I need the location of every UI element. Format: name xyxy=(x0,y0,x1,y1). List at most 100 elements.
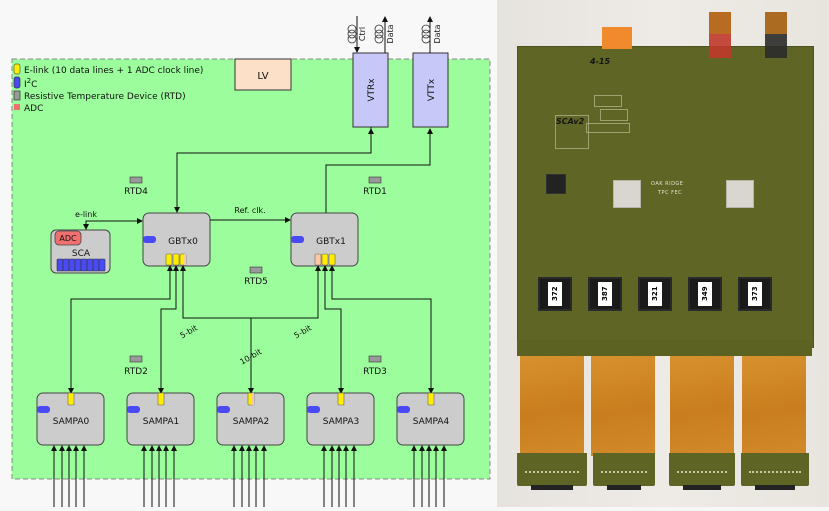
sampa-i2c-port xyxy=(307,406,320,413)
vtrx-ctrl-label: Ctrl xyxy=(358,27,367,41)
vtrx-data-fiber: Data xyxy=(374,16,395,53)
legend-adc-label: ADC xyxy=(24,104,43,114)
rtd2: RTD2 xyxy=(124,355,148,377)
legend: E-link (10 data lines + 1 ADC clock line… xyxy=(13,63,203,114)
sampa-chip: 349 xyxy=(688,277,722,311)
sca-i2c-ports xyxy=(56,258,106,272)
sampa-elink-port xyxy=(157,392,165,406)
ref-clk-label: Ref. clk. xyxy=(234,206,265,215)
sca-label: SCA xyxy=(72,249,91,259)
flex-connector-board xyxy=(669,453,735,490)
sampa-i2c-port xyxy=(397,406,410,413)
gbtx1-elink-port xyxy=(328,253,336,266)
flex-cable xyxy=(742,356,806,456)
sampa3-block: SAMPA3 xyxy=(306,392,375,507)
gbtx1-to-vttx-link xyxy=(325,128,433,213)
flex-connector-board xyxy=(593,453,655,490)
rtd4-label: RTD4 xyxy=(124,187,148,197)
board-name: TPC FEC xyxy=(658,190,683,196)
sampa1-block: SAMPA1 xyxy=(126,392,195,507)
vttx-label: VTTx xyxy=(427,78,437,101)
sampa-chip: 387 xyxy=(588,277,622,311)
lv-label: LV xyxy=(257,71,268,82)
rtd-icon xyxy=(249,266,263,274)
chip-row: 372 387 321 349 373 xyxy=(518,277,813,317)
sampa2-label: SAMPA2 xyxy=(233,417,270,427)
gbtx1-label: GBTx1 xyxy=(316,237,346,247)
gbtx0-block: GBTx0 xyxy=(142,212,211,267)
gbtx1-chip xyxy=(726,180,754,208)
fiber-coil-icon xyxy=(374,24,384,44)
gbtx0-elink-port xyxy=(165,253,173,266)
rtd3-label: RTD3 xyxy=(363,367,387,377)
sca-adc-block xyxy=(54,230,82,246)
pcb-board: 4-15 SCAv2 OAK RIDGE TPC FEC 372 387 321… xyxy=(517,27,814,348)
vttx-block: VTTx xyxy=(412,52,449,128)
block-diagram: E-link (10 data lines + 1 ADC clock line… xyxy=(11,16,491,507)
orange-connector xyxy=(602,27,632,49)
pcb-bottom-edge xyxy=(517,340,812,356)
fiber-coil-icon xyxy=(347,24,357,44)
rtd2-label: RTD2 xyxy=(124,367,148,377)
vtrx-label: VTRx xyxy=(367,78,377,102)
sampa-i2c-port xyxy=(217,406,230,413)
sca-block: ADC SCA xyxy=(50,229,111,274)
fec-board-photo: 4-15 SCAv2 OAK RIDGE TPC FEC 372 387 321… xyxy=(497,0,829,507)
fiber-coil-icon xyxy=(421,24,431,44)
vtrx-block: VTRx xyxy=(352,52,389,128)
vtrx-ctrl-fiber: Ctrl xyxy=(347,16,367,53)
lv-block: LV xyxy=(234,58,292,91)
rtd4: RTD4 xyxy=(124,176,148,197)
vttx-data-label: Data xyxy=(433,24,442,43)
gbtx0-label: GBTx0 xyxy=(168,237,198,247)
sampa-i2c-port xyxy=(127,406,140,413)
legend-elink-label: E-link (10 data lines + 1 ADC clock line… xyxy=(24,66,203,76)
adc-legend-icon xyxy=(14,104,20,110)
rtd5-label: RTD5 xyxy=(244,277,268,287)
flex-connector-board xyxy=(741,453,809,490)
sampa1-label: SAMPA1 xyxy=(143,417,180,427)
gbtx0-chip xyxy=(613,180,641,208)
rtd1: RTD1 xyxy=(363,176,387,197)
sampa-i2c-port xyxy=(37,406,50,413)
sampa2-block: SAMPA2 xyxy=(216,392,285,507)
rtd3: RTD3 xyxy=(363,355,387,377)
sampa0-label: SAMPA0 xyxy=(53,417,90,427)
flex-cable xyxy=(591,356,655,456)
sca-chip xyxy=(546,174,566,194)
gbtx1-block: GBTx1 xyxy=(290,212,359,267)
flex-cable xyxy=(520,356,584,456)
rtd1-label: RTD1 xyxy=(363,187,387,197)
legend-i2c-label: I2C xyxy=(24,77,37,90)
sampa-chip: 372 xyxy=(538,277,572,311)
flex-cable xyxy=(670,356,734,456)
gbtx1-elink-port xyxy=(321,253,329,266)
gbtx1-to-sampa2-5bit xyxy=(250,265,321,319)
i2c-legend-icon xyxy=(13,76,21,89)
legend-rtd-label: Resistive Temperature Device (RTD) xyxy=(24,92,186,102)
sampa4-block: SAMPA4 xyxy=(396,392,465,507)
sampa-elink-port xyxy=(337,392,345,406)
elink-label: e-link xyxy=(75,210,97,219)
sca-adc-label: ADC xyxy=(59,234,77,243)
sampa-row: SAMPA0 SAMPA1 SAMPA2 SAMPA3 SAMPA4 xyxy=(36,392,465,507)
gbtx1-elink-port xyxy=(314,253,322,266)
vtrx-data-label: Data xyxy=(386,24,395,43)
vttx-data-fiber: Data xyxy=(421,16,442,53)
brand-logo: OAK RIDGE xyxy=(651,181,684,187)
gbtx1-i2c-port xyxy=(291,236,304,243)
rtd-legend-icon xyxy=(13,90,21,101)
flex-connector-board xyxy=(517,453,587,490)
sampa-chip: 373 xyxy=(738,277,772,311)
board-marker: SCAv2 xyxy=(556,117,585,126)
rtd-icon xyxy=(368,176,382,184)
sampa4-label: SAMPA4 xyxy=(413,417,450,427)
elink-legend-icon xyxy=(13,63,21,75)
sampa-chip: 321 xyxy=(638,277,672,311)
serial-marker: 4-15 xyxy=(590,57,611,66)
rtd-icon xyxy=(368,355,382,363)
rtd-icon xyxy=(129,355,143,363)
rtd5: RTD5 xyxy=(244,266,268,287)
sampa3-label: SAMPA3 xyxy=(323,417,360,427)
gbtx0-to-sampa2-5bit xyxy=(180,265,250,319)
